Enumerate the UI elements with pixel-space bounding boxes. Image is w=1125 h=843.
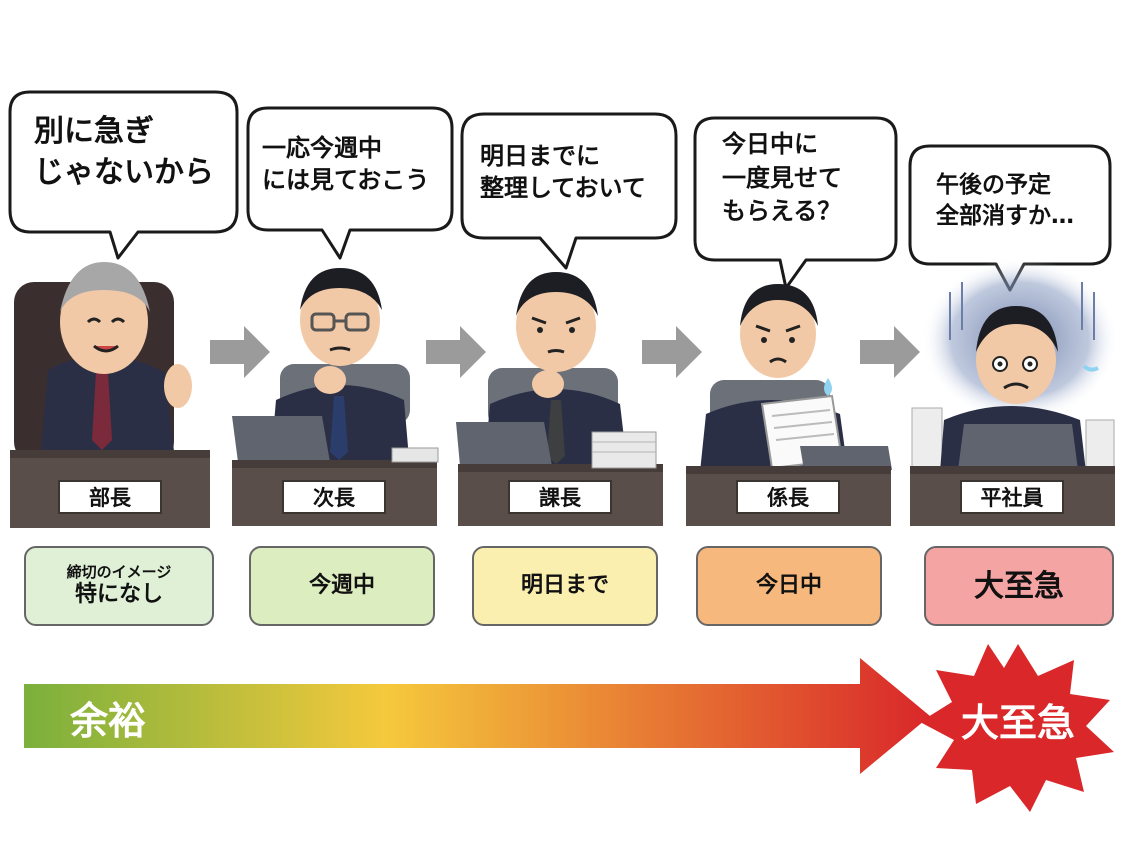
speech-bubble-4 [693,116,898,290]
role-plate-jicho: 次長 [282,480,386,514]
speech-text-1: 別に急ぎ じゃないから [34,114,214,190]
deadline-box-kakaricho: 今日中 [696,546,882,626]
flow-arrow-3 [642,326,702,378]
flow-arrow-1 [210,326,270,378]
speech-bubble-3 [460,112,678,270]
speech-text-4: 今日中に 一度見せて もらえる？ [722,130,842,226]
person-hirashain [910,258,1118,526]
urgency-end-label: 大至急 [960,701,1075,745]
deadline-value: 今週中 [308,572,375,598]
role-plate-hirashain: 平社員 [960,480,1064,514]
deadline-value: 今日中 [755,572,822,598]
speech-bubble-1 [8,90,239,260]
deadline-box-kacho: 明日まで [472,546,658,626]
person-kacho [456,272,663,526]
deadline-value: 大至急 [974,568,1064,604]
speech-text-2: 一応今週中 には見ておこう [262,134,430,195]
urgency-gradient-arrow [24,658,930,774]
speech-text-5: 午後の予定 全部消すか… [936,172,1074,230]
urgency-start-label: 余裕 [70,699,147,743]
deadline-caption: 締切のイメージ [66,562,172,581]
speech-text-3: 明日までに 整理しておいて [480,142,646,203]
person-kakaricho [686,284,892,526]
person-jicho [232,268,439,526]
deadline-box-bucho: 締切のイメージ 特になし [24,546,214,626]
urgency-burst [920,644,1114,812]
flow-arrow-2 [426,326,486,378]
flow-arrow-4 [860,326,920,378]
role-plate-kacho: 課長 [508,480,612,514]
deadline-value: 明日まで [520,572,609,598]
deadline-box-jicho: 今週中 [249,546,435,626]
person-bucho [10,262,210,528]
speech-bubble-2 [246,106,454,260]
deadline-box-hirashain: 大至急 [924,546,1114,626]
role-plate-bucho: 部長 [58,480,162,514]
deadline-value: 特になし [74,581,163,607]
role-plate-kakaricho: 係長 [736,480,840,514]
